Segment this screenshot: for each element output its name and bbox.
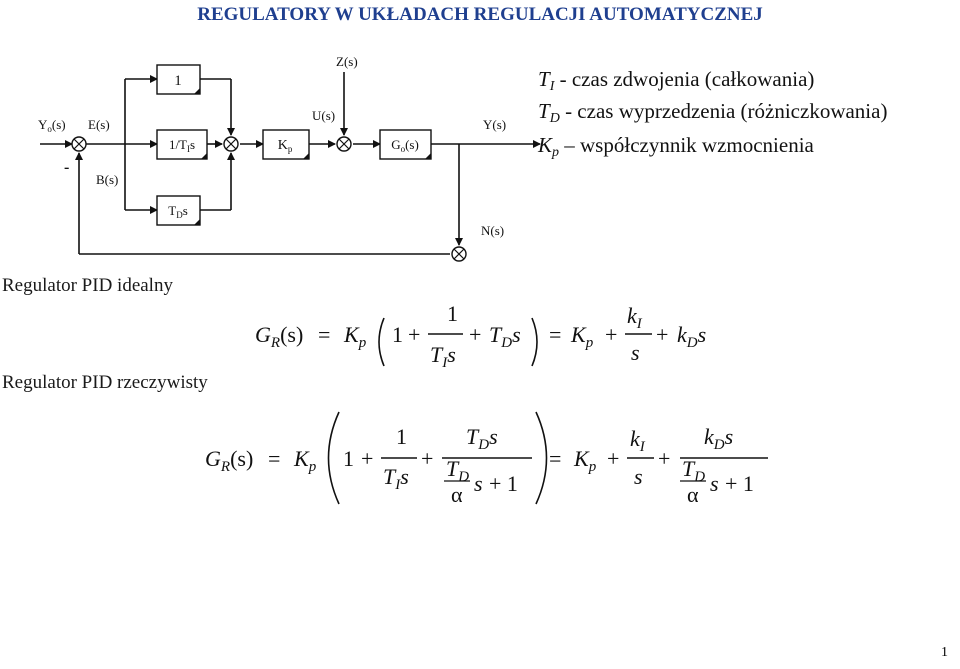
- signal-b-label: B(s): [96, 172, 118, 187]
- legend-ti: TI - czas zdwojenia (całkowania): [538, 67, 814, 94]
- svg-text:s: s: [710, 471, 719, 496]
- signal-y-label: Y(s): [483, 117, 506, 132]
- formula-ideal: GR(s) = Kp 1 + 1 TIs + TDs = Kp + kI s +…: [255, 301, 706, 371]
- svg-text:α: α: [687, 482, 699, 507]
- page-title: REGULATORY W UKŁADACH REGULACJI AUTOMATY…: [197, 4, 763, 25]
- svg-text:GR(s): GR(s): [255, 322, 303, 351]
- block-gain-label: Kp: [278, 138, 293, 154]
- svg-text:TDs: TDs: [466, 424, 498, 453]
- svg-text:Kp: Kp: [573, 446, 597, 475]
- block-integrator-label: 1/TIs: [169, 137, 195, 154]
- block-plant-label: Go(s): [391, 137, 419, 154]
- svg-text:+: +: [421, 446, 433, 471]
- svg-text:+ 1: + 1: [725, 471, 754, 496]
- svg-text:TIs: TIs: [383, 464, 409, 493]
- signal-yo-label: Yo(s): [38, 117, 66, 134]
- svg-text:=: =: [549, 322, 561, 347]
- svg-text:s: s: [474, 471, 483, 496]
- svg-text:kI: kI: [630, 426, 646, 455]
- svg-text:TDs: TDs: [489, 322, 521, 351]
- svg-text:+: +: [361, 446, 373, 471]
- svg-text:kDs: kDs: [677, 322, 706, 351]
- svg-text:GR(s): GR(s): [205, 446, 253, 475]
- svg-text:+: +: [656, 322, 668, 347]
- svg-text:+: +: [607, 446, 619, 471]
- svg-text:+: +: [605, 322, 617, 347]
- svg-text:kDs: kDs: [704, 424, 733, 453]
- section-real-label: Regulator PID rzeczywisty: [2, 372, 208, 393]
- section-ideal-label: Regulator PID idealny: [2, 275, 173, 296]
- svg-text:+: +: [469, 322, 481, 347]
- svg-text:+ 1: + 1: [489, 471, 518, 496]
- block-one-label: 1: [174, 73, 182, 89]
- svg-text:TIs: TIs: [430, 342, 456, 371]
- svg-text:1: 1: [396, 424, 407, 449]
- svg-text:+: +: [408, 322, 420, 347]
- signal-minus-label: -: [64, 159, 69, 176]
- svg-text:=: =: [549, 446, 561, 471]
- svg-text:+: +: [658, 446, 670, 471]
- legend-kp: Kp – współczynnik wzmocnienia: [537, 133, 815, 160]
- block-derivative-label: TDs: [168, 203, 188, 220]
- signal-n-label: N(s): [481, 223, 504, 238]
- svg-text:Kp: Kp: [293, 446, 317, 475]
- svg-text:=: =: [268, 446, 280, 471]
- page-number: 1: [941, 645, 948, 660]
- signal-z-label: Z(s): [336, 54, 358, 69]
- svg-text:1: 1: [343, 446, 354, 471]
- svg-text:1: 1: [392, 322, 403, 347]
- svg-text:=: =: [318, 322, 330, 347]
- svg-text:Kp: Kp: [343, 322, 367, 351]
- formula-real: GR(s) = Kp 1 + 1 TIs + TDs TD α s + 1 = …: [205, 411, 768, 507]
- signal-u-label: U(s): [312, 108, 335, 123]
- svg-text:s: s: [631, 340, 640, 365]
- svg-text:1: 1: [447, 301, 458, 326]
- legend-td: TD - czas wyprzedzenia (różniczkowania): [538, 99, 887, 126]
- signal-e-label: E(s): [88, 117, 110, 132]
- svg-text:Kp: Kp: [570, 322, 594, 351]
- svg-text:s: s: [634, 464, 643, 489]
- svg-text:kI: kI: [627, 303, 643, 332]
- svg-text:α: α: [451, 482, 463, 507]
